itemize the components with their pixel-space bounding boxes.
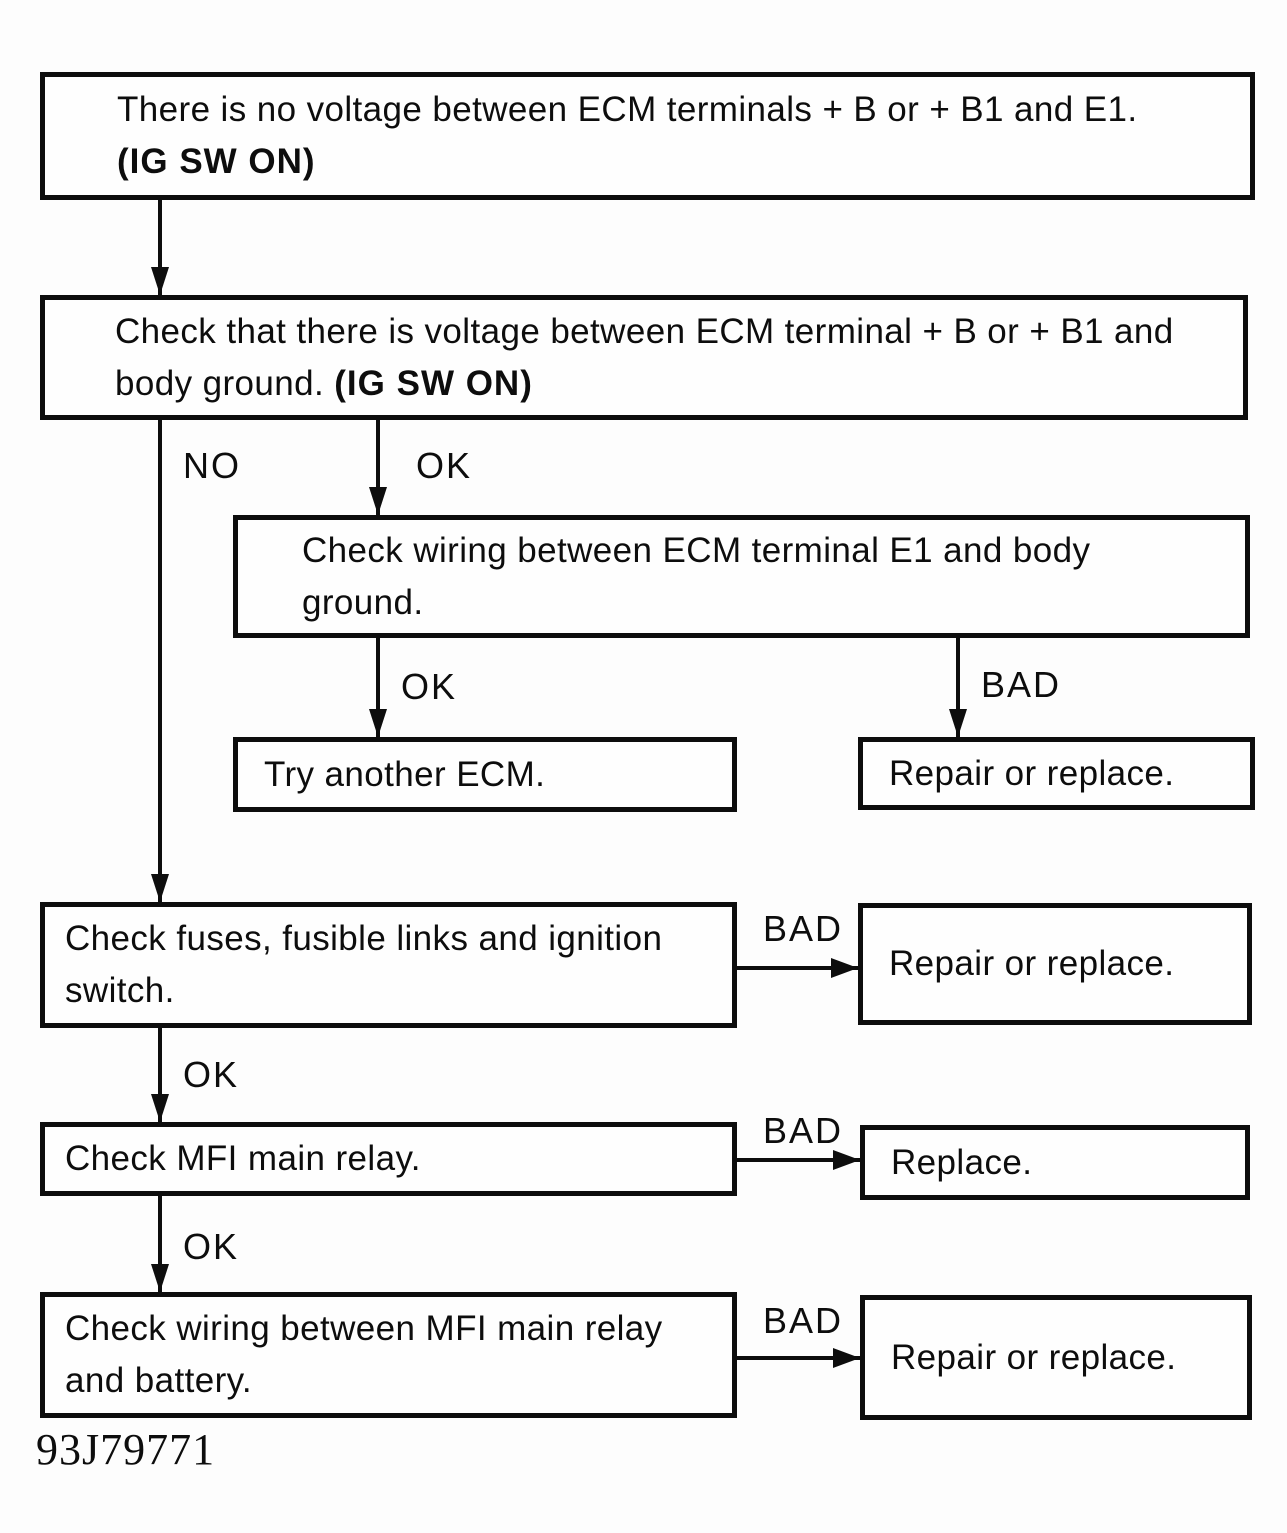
flow-node-check-wiring-e1: Check wiring between ECM terminal E1 and… bbox=[233, 515, 1250, 638]
edge-ok-to-wiring-mfi-line bbox=[158, 1196, 162, 1292]
node-text-line1: There is no voltage between ECM terminal… bbox=[117, 90, 1138, 129]
edge-ok-to-try-ecm-line bbox=[376, 638, 380, 737]
edge-label-ok-1: OK bbox=[416, 445, 473, 486]
edge-ok-to-relay-line bbox=[158, 1028, 162, 1122]
flow-node-check-mfi-relay: Check MFI main relay. bbox=[40, 1122, 737, 1196]
edge-ok-to-relay-arrowhead bbox=[151, 1094, 169, 1122]
edge-ok-to-try-ecm-arrowhead bbox=[369, 709, 387, 737]
edge-label-ok-2: OK bbox=[401, 666, 458, 707]
node-text: Repair or replace. bbox=[889, 753, 1175, 793]
node-text-line1: Check fuses, fusible links and ignition bbox=[65, 919, 663, 958]
flow-node-check-wiring-mfi: Check wiring between MFI main relay and … bbox=[40, 1292, 737, 1418]
edge-bad-to-repair-3-arrowhead bbox=[833, 1348, 860, 1368]
edge-bad-to-repair-2-arrowhead bbox=[831, 958, 858, 978]
flow-node-check-fuses: Check fuses, fusible links and ignition … bbox=[40, 902, 737, 1028]
edge-no-arrowhead bbox=[151, 874, 169, 902]
flow-node-problem-statement: There is no voltage between ECM terminal… bbox=[40, 72, 1255, 200]
node-text-line2-bold: (IG SW ON) bbox=[334, 363, 533, 403]
edge-label-ok-4: OK bbox=[183, 1226, 240, 1267]
node-text: Repair or replace. bbox=[889, 944, 1175, 983]
flow-node-try-another-ecm: Try another ECM. bbox=[233, 737, 737, 812]
node-text-line2-regular: body ground. bbox=[115, 363, 325, 403]
edge-ok-to-wiring-e1-arrowhead bbox=[369, 487, 387, 515]
edge-bad-to-repair-2-line bbox=[737, 966, 858, 970]
edge-label-no: NO bbox=[183, 445, 241, 486]
flow-node-replace: Replace. bbox=[860, 1125, 1250, 1200]
edge-bad-to-repair-3-line bbox=[737, 1356, 860, 1360]
edge-label-bad-2: BAD bbox=[763, 908, 844, 949]
edge-bad-to-replace-line bbox=[737, 1158, 860, 1162]
edge-bad-to-repair-1-arrowhead bbox=[949, 709, 967, 737]
flow-node-repair-or-replace-3: Repair or replace. bbox=[860, 1295, 1252, 1420]
edge-no-line bbox=[158, 420, 162, 902]
node-text: Check MFI main relay. bbox=[65, 1139, 421, 1178]
node-text-line1: Check wiring between MFI main relay bbox=[65, 1309, 663, 1348]
edge-ok-to-wiring-mfi-arrowhead bbox=[151, 1264, 169, 1292]
node-text-line2: body ground. (IG SW ON) bbox=[115, 358, 1229, 410]
edge-label-bad-3: BAD bbox=[763, 1110, 844, 1151]
node-text: Try another ECM. bbox=[264, 754, 546, 794]
edge-problem-to-check-voltage-arrowhead bbox=[151, 267, 169, 295]
figure-id: 93J79771 bbox=[36, 1425, 216, 1474]
edge-label-ok-3: OK bbox=[183, 1054, 240, 1095]
node-text: Repair or replace. bbox=[891, 1337, 1177, 1377]
edge-label-bad-4: BAD bbox=[763, 1300, 844, 1341]
node-text: Replace. bbox=[891, 1142, 1033, 1182]
edge-bad-to-replace-arrowhead bbox=[833, 1150, 860, 1170]
edge-bad-to-repair-1-line bbox=[956, 638, 960, 737]
node-text-line2: ground. bbox=[302, 582, 424, 622]
edge-ok-to-wiring-e1-line bbox=[376, 420, 380, 515]
node-text-line1: Check wiring between ECM terminal E1 and… bbox=[302, 530, 1091, 570]
node-text-line1: Check that there is voltage between ECM … bbox=[115, 311, 1174, 351]
edge-problem-to-check-voltage-line bbox=[158, 200, 162, 295]
node-text-line2-bold: (IG SW ON) bbox=[117, 142, 316, 181]
flow-node-repair-or-replace-2: Repair or replace. bbox=[858, 903, 1252, 1025]
node-text-line2: and battery. bbox=[65, 1361, 253, 1400]
node-text-line2: switch. bbox=[65, 971, 175, 1010]
flow-node-repair-or-replace-1: Repair or replace. bbox=[858, 737, 1255, 810]
flow-node-check-voltage: Check that there is voltage between ECM … bbox=[40, 295, 1248, 420]
edge-label-bad-1: BAD bbox=[981, 664, 1062, 705]
